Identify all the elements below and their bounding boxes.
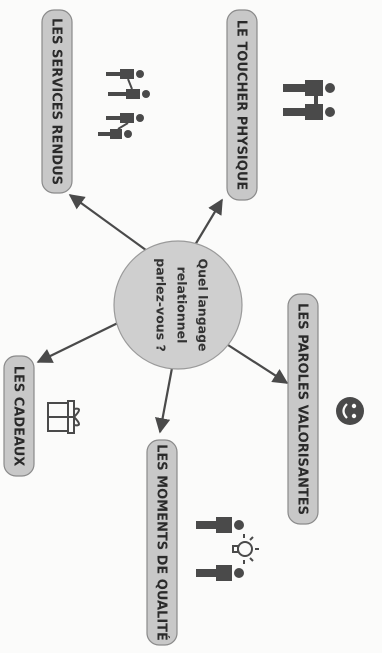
toucher-pill (226, 9, 258, 201)
center-circle (113, 240, 243, 370)
arrow-to-services (68, 194, 151, 254)
cadeaux-label: LES CADEAUX (11, 366, 26, 467)
paroles-label: LES PAROLES VALORISANTES (295, 303, 310, 515)
services-label: LES SERVICES RENDUS (49, 18, 64, 185)
node-paroles: LES PAROLES VALORISANTES (287, 293, 364, 525)
services-pill (41, 9, 73, 194)
arrow-to-moments (154, 367, 174, 434)
arrow-to-toucher (194, 198, 223, 246)
cadeaux-pill (3, 355, 35, 477)
toucher-label: LE TOUCHER PHYSIQUE (234, 20, 249, 191)
people-helping-icon (98, 69, 150, 139)
node-services: LES SERVICES RENDUS (41, 9, 150, 194)
node-moments: LES MOMENTS DE QUALITÉ (146, 439, 259, 646)
center-question: Quel langage relationnel parlez-vous ? (113, 240, 243, 370)
people-touching-icon (283, 80, 335, 120)
center-line-2: relationnel (175, 267, 190, 344)
arrow-to-paroles (227, 344, 289, 384)
smiley-icon (336, 397, 364, 425)
paroles-pill (287, 293, 319, 525)
people-lightbulb-icon (196, 517, 259, 581)
center-line-3: parlez-vous ? (154, 258, 169, 351)
gift-icon (47, 400, 80, 434)
moments-label: LES MOMENTS DE QUALITÉ (154, 444, 170, 641)
node-toucher: LE TOUCHER PHYSIQUE (226, 9, 335, 201)
moments-pill (146, 439, 178, 646)
arrow-to-cadeaux (36, 317, 129, 363)
center-line-1: Quel langage (196, 258, 211, 351)
node-cadeaux: LES CADEAUX (3, 355, 80, 477)
